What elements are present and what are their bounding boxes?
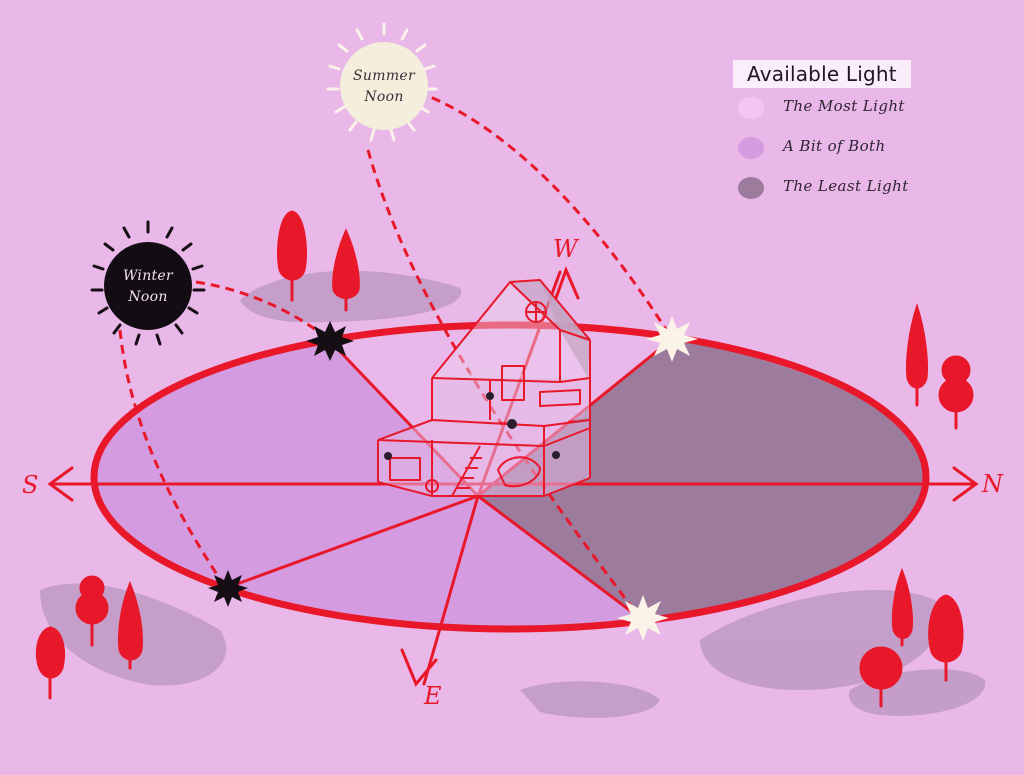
zone-bit-of-both-east xyxy=(226,496,640,629)
tree-8 xyxy=(891,567,913,647)
tree-7 xyxy=(35,626,65,700)
legend-label: The Most Light xyxy=(783,97,905,115)
house-plants xyxy=(384,392,560,460)
tree-5 xyxy=(75,575,109,647)
winter-label-line2: Noon xyxy=(128,289,168,305)
winter-noon-label: Winter Noon xyxy=(104,266,192,308)
legend-item-most-light: The Most Light xyxy=(733,88,963,128)
legend-title: Available Light xyxy=(733,60,911,88)
summer-label-line2: Noon xyxy=(364,89,404,105)
winter-arc-east xyxy=(118,329,228,589)
legend-label: The Least Light xyxy=(783,177,909,195)
tree-6 xyxy=(118,580,143,670)
tree-2 xyxy=(332,228,360,312)
compass-west-label: W xyxy=(553,235,578,263)
legend-item-bit-of-both: A Bit of Both xyxy=(733,128,963,168)
legend-swatch-most-light xyxy=(738,97,764,119)
tree-9 xyxy=(928,594,964,682)
summer-label-line1: Summer xyxy=(353,68,415,84)
tree-3 xyxy=(906,303,928,407)
legend-swatch-bit-of-both xyxy=(738,137,764,159)
glass-house xyxy=(377,279,591,497)
summer-sunset-marker xyxy=(617,595,669,641)
trees xyxy=(35,210,974,708)
legend-label: A Bit of Both xyxy=(783,137,886,155)
summer-noon-label: Summer Noon xyxy=(340,66,428,108)
winter-sunrise-marker xyxy=(306,321,354,361)
tree-10 xyxy=(859,646,903,708)
legend: Available Light The Most Light A Bit of … xyxy=(733,60,963,208)
tree-4 xyxy=(938,355,974,430)
tree-1 xyxy=(277,210,307,302)
winter-label-line1: Winter xyxy=(122,268,174,284)
winter-sun-icon xyxy=(90,220,206,346)
winter-arc-west xyxy=(195,280,331,343)
summer-sunrise-marker xyxy=(646,316,698,362)
legend-item-least-light: The Least Light xyxy=(733,168,963,208)
compass-north-label: N xyxy=(982,470,1003,498)
summer-sun-icon xyxy=(326,22,438,142)
winter-sunset-marker xyxy=(208,570,248,607)
horizon-suns xyxy=(208,316,698,641)
compass-east-label: E xyxy=(424,682,442,710)
zone-bit-of-both xyxy=(94,341,478,588)
legend-swatch-least-light xyxy=(738,177,764,199)
compass-south-label: S xyxy=(22,471,39,499)
horizon-ring xyxy=(90,321,930,633)
